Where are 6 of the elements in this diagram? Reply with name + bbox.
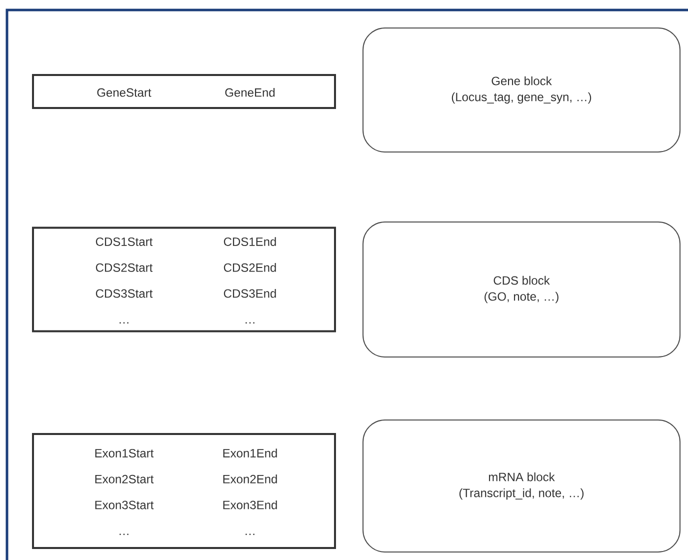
rounded-box: CDS block (GO, note, …): [362, 222, 680, 358]
rounded-box: mRNA block (Transcript_id, note, …): [362, 420, 680, 552]
table-box: Exon1Start Exon1End Exon2Start Exon2End Exon3Start Exon3End … …: [32, 433, 336, 549]
rounded-box: Gene block (Locus_tag, gene_syn, …): [362, 28, 680, 152]
table-box: CDS1Start CDS1End CDS2Start CDS2End CDS3Start CDS3End … …: [32, 226, 336, 332]
table-box: GeneStart GeneEnd: [32, 74, 336, 109]
